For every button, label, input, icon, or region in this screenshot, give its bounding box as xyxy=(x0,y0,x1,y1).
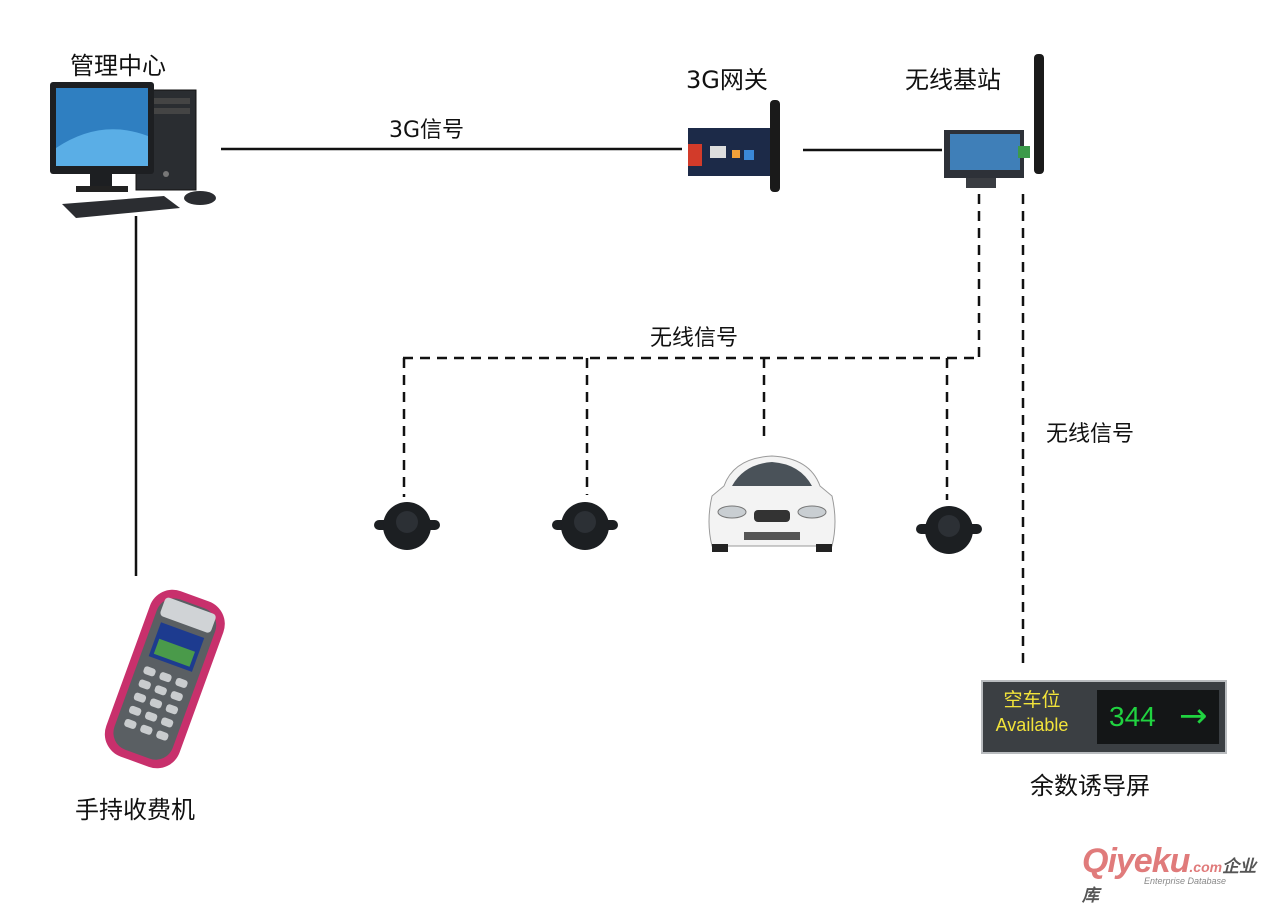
handheld-terminal-icon xyxy=(104,589,225,769)
board-en-text: Available xyxy=(995,715,1069,735)
label-wireless-signal-right: 无线信号 xyxy=(1046,422,1135,447)
board-count-area: 344 → xyxy=(1097,690,1219,744)
label-handheld-device: 手持收费机 xyxy=(75,796,195,824)
label-management-center: 管理中心 xyxy=(70,52,166,80)
gateway-icon xyxy=(688,100,780,192)
parking-sensor-icon xyxy=(552,502,618,550)
label-wireless-signal-mid: 无线信号 xyxy=(650,326,739,351)
board-label-area: 空车位 Available xyxy=(989,688,1075,746)
parking-sensor-icon xyxy=(916,506,982,554)
guidance-display-board: 空车位 Available 344 → xyxy=(981,680,1227,754)
parking-sensor-icon xyxy=(374,502,440,550)
label-3g-signal: 3G信号 xyxy=(389,118,465,143)
board-count: 344 xyxy=(1109,701,1156,732)
watermark-domain: .com xyxy=(1189,859,1223,875)
watermark-sub: Enterprise Database xyxy=(1144,876,1227,886)
watermark: Qiyeku.com企业库 Enterprise Database xyxy=(1082,842,1271,906)
arrow-right-icon: → xyxy=(1179,696,1208,736)
label-guidance-screen: 余数诱导屏 xyxy=(1030,772,1150,800)
watermark-brand: Qiyeku xyxy=(1082,842,1190,880)
label-wireless-base-station: 无线基站 xyxy=(905,66,1001,94)
label-3g-gateway: 3G网关 xyxy=(686,66,768,94)
board-cn-text: 空车位 xyxy=(1003,689,1061,711)
computer-icon xyxy=(50,82,216,218)
base-station-icon xyxy=(944,54,1044,188)
car-icon xyxy=(708,455,836,552)
